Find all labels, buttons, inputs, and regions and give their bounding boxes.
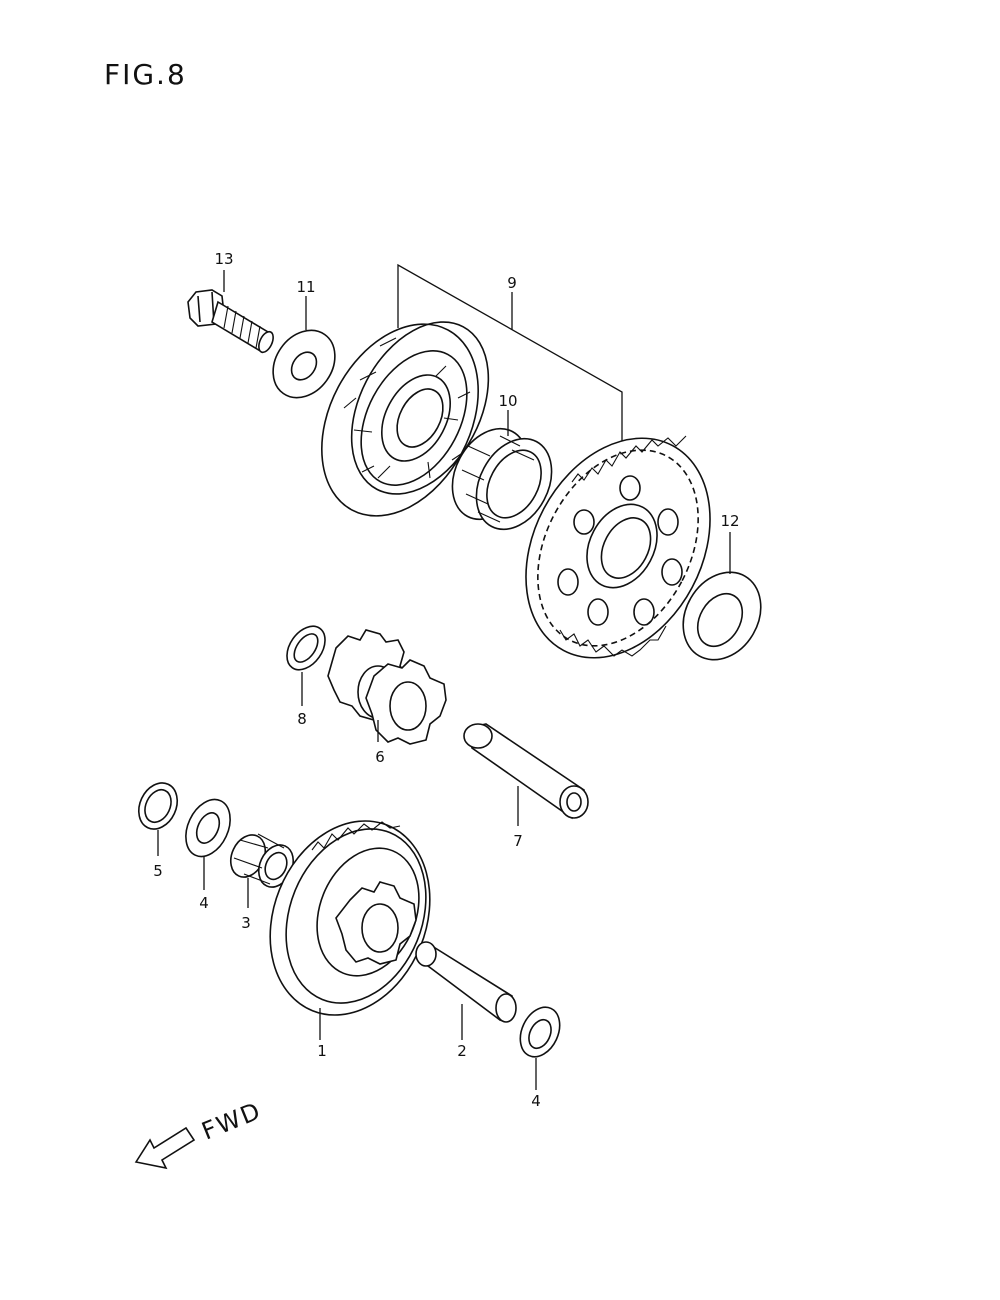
part-9-clutch-housing [321,321,490,517]
part-5-circlip [137,782,179,830]
part-9-driven-gear [525,435,711,659]
part-3-needle-bearing [229,833,295,888]
callout-9: 9 [507,274,517,292]
callout-3: 3 [241,914,251,932]
callout-10: 10 [498,392,517,410]
callout-5: 5 [153,862,163,880]
part-11-washer [272,329,336,399]
callout-4-lower: 4 [531,1092,541,1110]
figure-title: FIG.8 [104,58,187,91]
part-4-washer-upper [185,798,231,858]
callout-2: 2 [457,1042,467,1060]
callout-11: 11 [296,278,315,296]
part-8-washer [286,625,326,671]
callout-12: 12 [720,512,739,530]
part-4-washer-lower [519,1006,561,1058]
fwd-label: FWD [198,1096,266,1145]
fwd-arrow-icon [134,1126,196,1170]
callout-leaders [157,270,731,1090]
part-2-shaft [415,941,517,1023]
part-13-bolt [187,289,274,354]
part-7-shaft [463,723,589,820]
part-10-needle-bearing [451,427,553,531]
callout-labels: 13 11 9 10 12 8 6 7 5 4 3 1 2 4 [153,250,739,1110]
part-6-idle-gear [327,629,447,745]
callout-7: 7 [513,832,523,850]
callout-6: 6 [375,748,385,766]
part-12-washer [682,571,762,661]
callout-13: 13 [214,250,233,268]
part-1-idle-gear [269,820,431,1016]
callout-8: 8 [297,710,307,728]
part-9-bracket [397,263,623,445]
callout-4-upper: 4 [199,894,209,912]
callout-1: 1 [317,1042,327,1060]
